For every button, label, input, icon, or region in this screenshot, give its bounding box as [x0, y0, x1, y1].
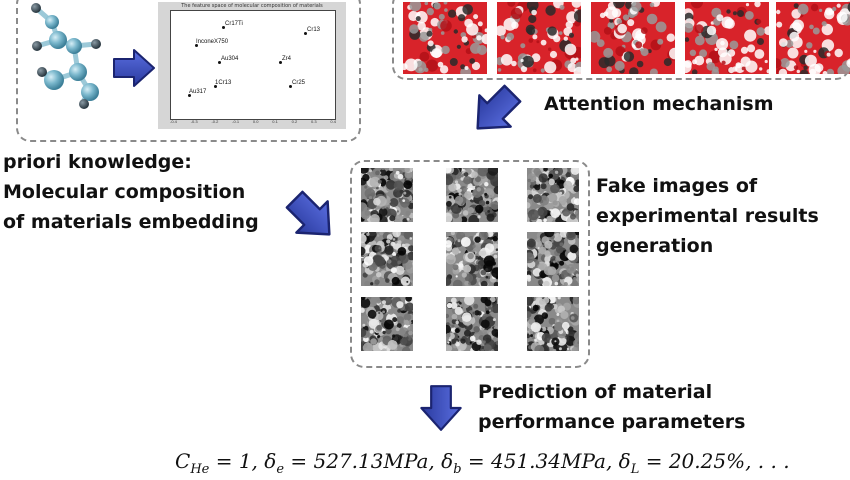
plot-title: The feature space of molecular compositi… [181, 3, 323, 9]
performance-formula: CHe = 1, δe = 527.13MPa, δb = 451.34MPa,… [175, 449, 790, 477]
priori-knowledge-label: priori knowledge: Molecular composition … [3, 151, 259, 233]
arrow-down-icon [420, 385, 462, 431]
fake-image-8 [446, 297, 498, 351]
fake-image-6 [527, 232, 579, 286]
attention-image-1 [403, 2, 487, 74]
formula-c-he: CHe [175, 449, 210, 477]
feature-space-plot: The feature space of molecular compositi… [158, 2, 346, 129]
fake-images-box [350, 160, 590, 368]
attention-image-5 [776, 2, 850, 74]
fake-image-3 [527, 168, 579, 222]
arrow-down-left-icon [476, 84, 522, 130]
fake-image-5 [446, 232, 498, 286]
priori-knowledge-box [16, 0, 361, 142]
attention-mechanism-label: Attention mechanism [544, 93, 774, 115]
fake-images-label: Fake images of experimental results gene… [596, 175, 819, 257]
arrow-right-icon [113, 49, 155, 87]
attention-image-4 [685, 2, 769, 74]
fake-image-9 [527, 297, 579, 351]
plot-area: Cr17Ti InconeX750 Au304 Zr4 Cr13 Cr25 1C… [170, 10, 336, 120]
fake-image-7 [361, 297, 413, 351]
formula-sigma-e: δe [264, 449, 285, 477]
formula-sigma-b: δb [441, 449, 462, 477]
attention-image-2 [497, 2, 581, 74]
formula-sigma-l: δL [618, 449, 640, 477]
x-tick-labels: -0.4 -0.3 -0.2 -0.1 0.0 0.1 0.2 0.3 0.4 [170, 119, 336, 124]
fake-image-4 [361, 232, 413, 286]
prediction-label: Prediction of material performance param… [478, 381, 746, 433]
arrow-down-right-icon [285, 190, 331, 236]
fake-image-2 [446, 168, 498, 222]
attention-image-3 [591, 2, 675, 74]
molecule-illustration [31, 3, 101, 109]
fake-image-1 [361, 168, 413, 222]
